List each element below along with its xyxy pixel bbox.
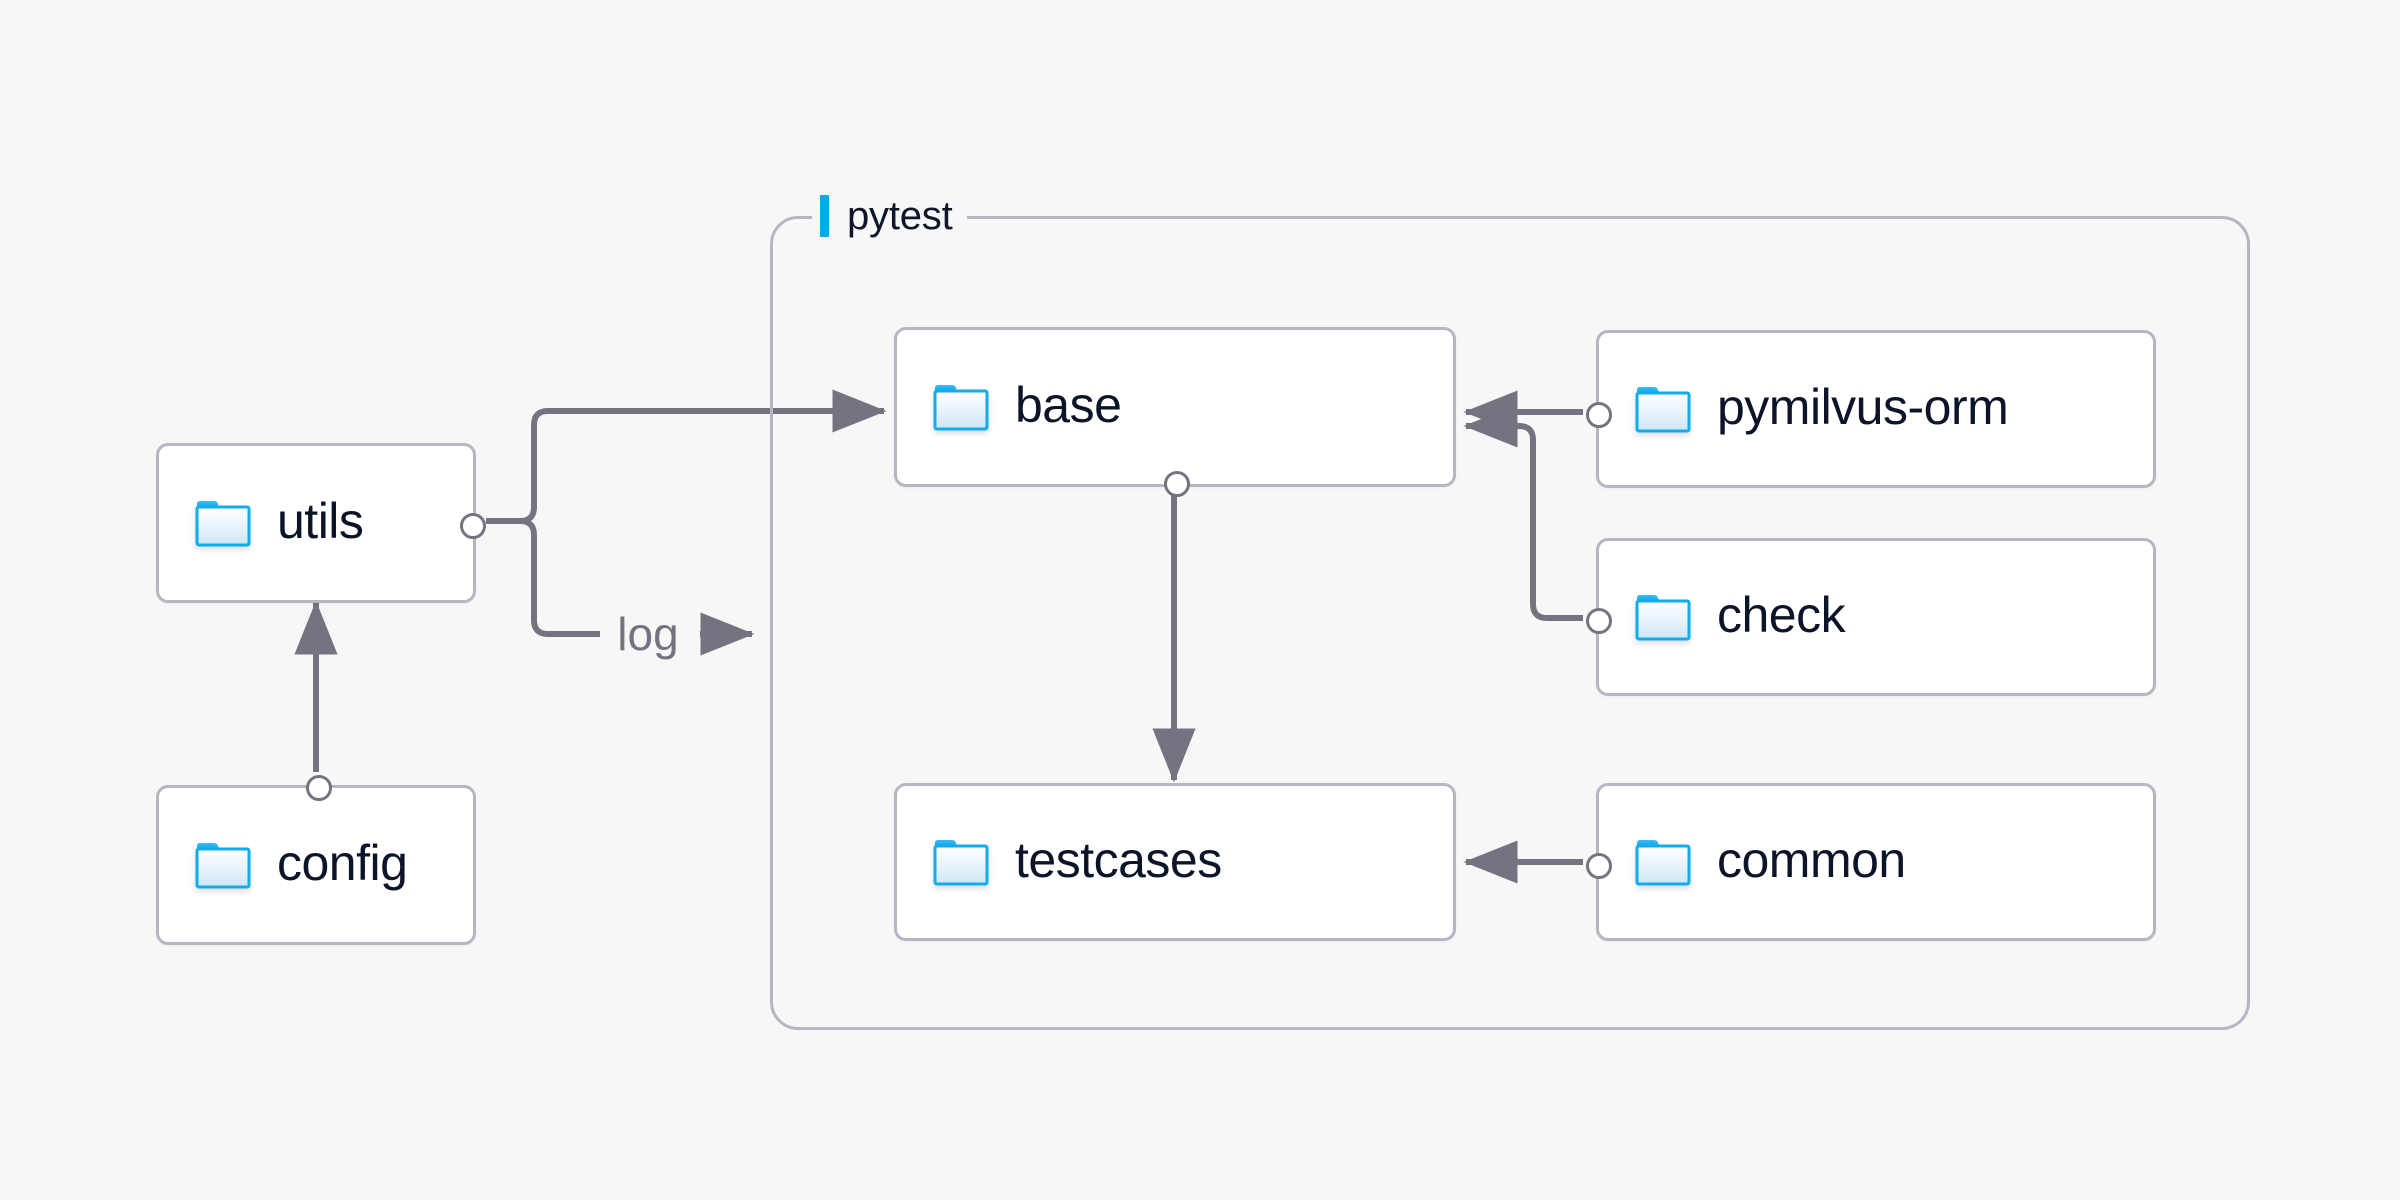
node-base[interactable]: base xyxy=(894,327,1456,497)
folder-icon xyxy=(195,499,251,547)
node-port-right[interactable] xyxy=(460,513,486,539)
node-label: common xyxy=(1717,832,1906,888)
folder-icon xyxy=(933,838,989,886)
folder-icon xyxy=(1635,593,1691,641)
node-label: testcases xyxy=(1015,832,1222,888)
node-pymilvus-orm[interactable]: pymilvus-orm xyxy=(1586,330,2156,488)
node-utils[interactable]: utils xyxy=(156,443,486,603)
edge-utils-log xyxy=(486,518,600,637)
node-port-left[interactable] xyxy=(1586,402,1612,428)
node-config[interactable]: config xyxy=(156,775,476,945)
pytest-group-container[interactable] xyxy=(770,216,2250,1030)
node-port-top[interactable] xyxy=(306,775,332,801)
edge-label-log: log xyxy=(617,608,678,660)
node-port-bottom[interactable] xyxy=(1164,471,1190,497)
folder-icon xyxy=(1635,838,1691,886)
node-common[interactable]: common xyxy=(1586,783,2156,941)
node-label: utils xyxy=(277,493,364,549)
node-label: check xyxy=(1717,587,1846,643)
folder-icon xyxy=(933,383,989,431)
group-label-text: pytest xyxy=(847,193,953,238)
node-port-left[interactable] xyxy=(1586,853,1612,879)
folder-icon xyxy=(195,841,251,889)
node-label: pymilvus-orm xyxy=(1717,379,2009,435)
node-check[interactable]: check xyxy=(1586,538,2156,696)
node-testcases[interactable]: testcases xyxy=(894,783,1456,941)
folder-icon xyxy=(1635,385,1691,433)
group-accent-bar xyxy=(820,195,829,237)
node-label: base xyxy=(1015,377,1122,433)
pytest-group-label: pytest xyxy=(812,189,967,243)
node-port-left[interactable] xyxy=(1586,608,1612,634)
node-label: config xyxy=(277,835,408,891)
